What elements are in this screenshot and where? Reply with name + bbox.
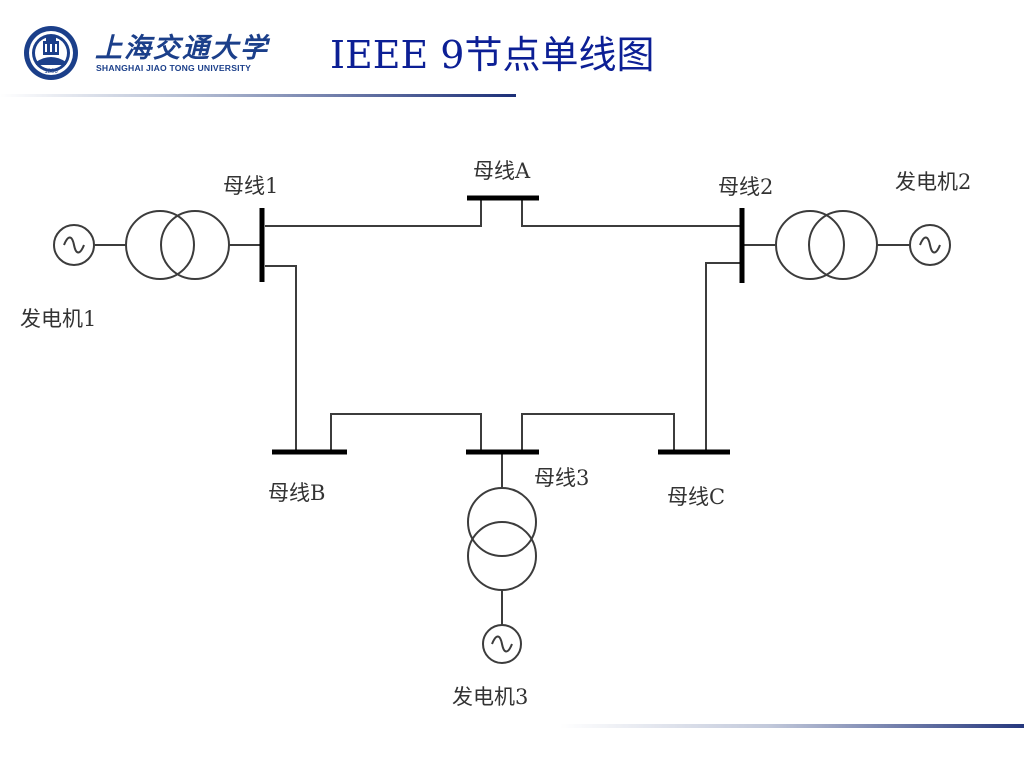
busC-label: 母线C bbox=[667, 485, 725, 509]
gen1-label: 发电机1 bbox=[20, 307, 96, 331]
line-bus1-busA bbox=[265, 198, 482, 227]
line-busA-bus2 bbox=[521, 198, 740, 227]
labels: 母线1 母线A 母线2 发电机2 发电机1 母线B 母线3 母线C 发电机3 bbox=[20, 159, 971, 709]
busB-label: 母线B bbox=[268, 481, 325, 505]
university-emblem-icon: 1896 bbox=[24, 26, 78, 80]
ac-generator-icon bbox=[909, 224, 951, 266]
two-winding-transformer-icon bbox=[125, 210, 230, 280]
ac-generator-icon bbox=[482, 624, 522, 664]
slide-header: 1896 上海交通大学 SHANGHAI JIAO TONG UNIVERSIT… bbox=[0, 0, 1024, 100]
line-bus3-busC bbox=[521, 413, 675, 451]
ac-generator-icon bbox=[53, 224, 95, 266]
footer-rule bbox=[560, 724, 1024, 728]
page-title: IEEE 9节点单线图 bbox=[330, 33, 655, 77]
header-rule bbox=[0, 94, 516, 97]
busA-label: 母线A bbox=[473, 159, 531, 183]
two-winding-transformer-icon bbox=[467, 487, 537, 591]
bus1-label: 母线1 bbox=[223, 174, 278, 198]
bus3-label: 母线3 bbox=[534, 466, 589, 490]
buses bbox=[259, 195, 745, 455]
line-busC-bus2 bbox=[705, 262, 740, 451]
emblem-year: 1896 bbox=[44, 69, 58, 75]
connections bbox=[95, 198, 910, 625]
university-name-cn: 上海交通大学 bbox=[95, 33, 269, 64]
gen3-label: 发电机3 bbox=[452, 685, 528, 709]
line-busB-bus3 bbox=[330, 413, 482, 451]
line-bus1-busB bbox=[265, 265, 297, 451]
two-winding-transformer-icon bbox=[775, 210, 878, 280]
university-name-en: SHANGHAI JIAO TONG UNIVERSITY bbox=[96, 63, 252, 73]
bus2-label: 母线2 bbox=[718, 175, 773, 199]
gen2-label: 发电机2 bbox=[895, 170, 971, 194]
